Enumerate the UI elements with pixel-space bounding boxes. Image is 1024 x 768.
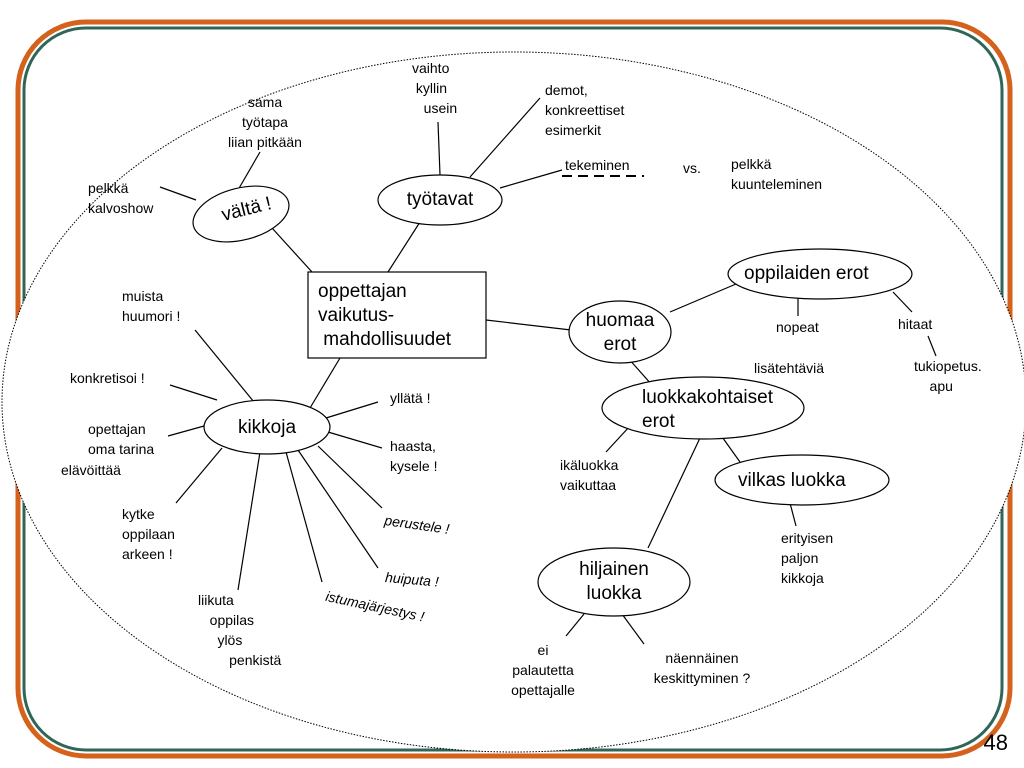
edge-center-valta	[271, 227, 313, 273]
tyotavat-node-ellipse	[377, 174, 503, 226]
label-elavoittaa: elävöittää	[61, 462, 121, 478]
connector-lines	[159, 97, 937, 645]
edge-center-tyotavat	[387, 221, 421, 273]
edge-kikkoja-muista	[194, 329, 255, 403]
label-liikuta: liikuta oppilas ylös penkistä	[198, 592, 282, 668]
oppilaiden-node-ellipse	[727, 248, 913, 300]
edge-luokka-ikaluokka	[605, 425, 631, 453]
edge-kikkoja-istuma	[285, 451, 323, 583]
huomaa-node-label: huomaa erot	[585, 310, 655, 355]
oppilaiden-node-label: oppilaiden erot	[744, 263, 869, 284]
label-demot: demot, konkreettiset esimerkit	[545, 82, 625, 138]
label-haasta: haasta, kysele !	[390, 438, 438, 474]
label-lisatehtavia: lisätehtäviä	[754, 360, 825, 376]
vilkas-node-ellipse	[714, 454, 890, 506]
edge-center-huomaa	[485, 319, 572, 331]
label-tukiopetus: tukiopetus. apu	[914, 358, 982, 394]
edge-tyotavat-tekeminen	[499, 169, 563, 189]
edge-kikkoja-tarina	[167, 425, 205, 437]
label-konkretisoi: konkretisoi !	[70, 370, 145, 386]
kikkoja-node-label: kikkoja	[237, 417, 297, 438]
label-vaihto: vaihto kyllin usein	[412, 60, 458, 116]
edge-tyotavat-demot	[469, 97, 541, 178]
edge-hiljainen-ei	[565, 613, 585, 637]
edge-hitaat-tukiopetus	[927, 335, 937, 357]
edge-kikkoja-perustele	[317, 445, 383, 509]
edge-center-kikkoja	[309, 357, 341, 409]
hiljainen-node-ellipse	[537, 547, 691, 617]
edge-kikkoja-konkretisoi	[169, 384, 218, 401]
edge-valta-kalvoshow	[159, 186, 197, 201]
label-erityisen: erityisen paljon kikkoja	[781, 530, 834, 586]
label-sama-tyotapa: sama työtapa liian pitkään	[228, 94, 302, 150]
label-opettajan-tarina: opettajan oma tarina	[88, 421, 155, 457]
center-node-label: oppettajan vaikutus- mahdollisuudet	[318, 281, 452, 350]
label-pelkka-kuunteleminen: pelkkä kuunteleminen	[731, 156, 823, 192]
label-yllata: yllätä !	[390, 390, 431, 406]
kikkoja-node-ellipse	[203, 399, 331, 455]
edge-kikkoja-kytke	[175, 447, 223, 504]
center-node-box	[307, 271, 487, 359]
label-hitaat: hitaat	[898, 316, 933, 332]
label-vs: vs.	[683, 160, 701, 176]
label-naennainen: näennäinen keskittyminen ?	[653, 650, 751, 686]
tyotavat-node-label: työtavat	[406, 189, 474, 210]
luokkakohtaiset-node-ellipse	[601, 376, 805, 440]
label-tekeminen: tekeminen	[565, 157, 630, 173]
edge-tyotavat-vaihto	[437, 121, 441, 176]
hiljainen-node-label: hiljainen luokka	[579, 559, 649, 604]
edge-luokka-hiljainen	[647, 437, 701, 549]
label-muista-huumori: muista huumori !	[122, 288, 181, 324]
label-kytke: kytke oppilaan arkeen !	[122, 506, 175, 562]
edge-kikkoja-haasta	[327, 431, 383, 449]
huomaa-node-ellipse	[568, 300, 672, 364]
label-nopeat: nopeat	[776, 319, 819, 335]
edge-valta-sama	[237, 151, 261, 191]
edge-kikkoja-huiputa	[297, 449, 379, 569]
label-ei-palautetta: ei palautetta opettajalle	[511, 642, 575, 698]
edge-huomaa-oppilaiden	[669, 283, 737, 313]
edge-kikkoja-liikuta	[237, 451, 261, 591]
label-ikaluokka: ikäluokka vaikuttaa	[560, 457, 619, 493]
edge-hiljainen-naennainen	[621, 613, 645, 645]
valta-node-ellipse	[192, 185, 290, 243]
slide-number: 48	[983, 730, 1008, 755]
label-pelkka-kalvoshow: pelkkä kalvoshow	[88, 180, 154, 216]
edge-vilkas-erityisen	[789, 502, 797, 527]
vilkas-node-label: vilkas luokka	[738, 470, 846, 491]
edge-oppilaiden-hitaat	[892, 291, 913, 313]
edge-kikkoja-yllata	[325, 401, 379, 419]
luokkakohtaiset-node-label: luokkakohtaiset erot	[642, 387, 773, 432]
